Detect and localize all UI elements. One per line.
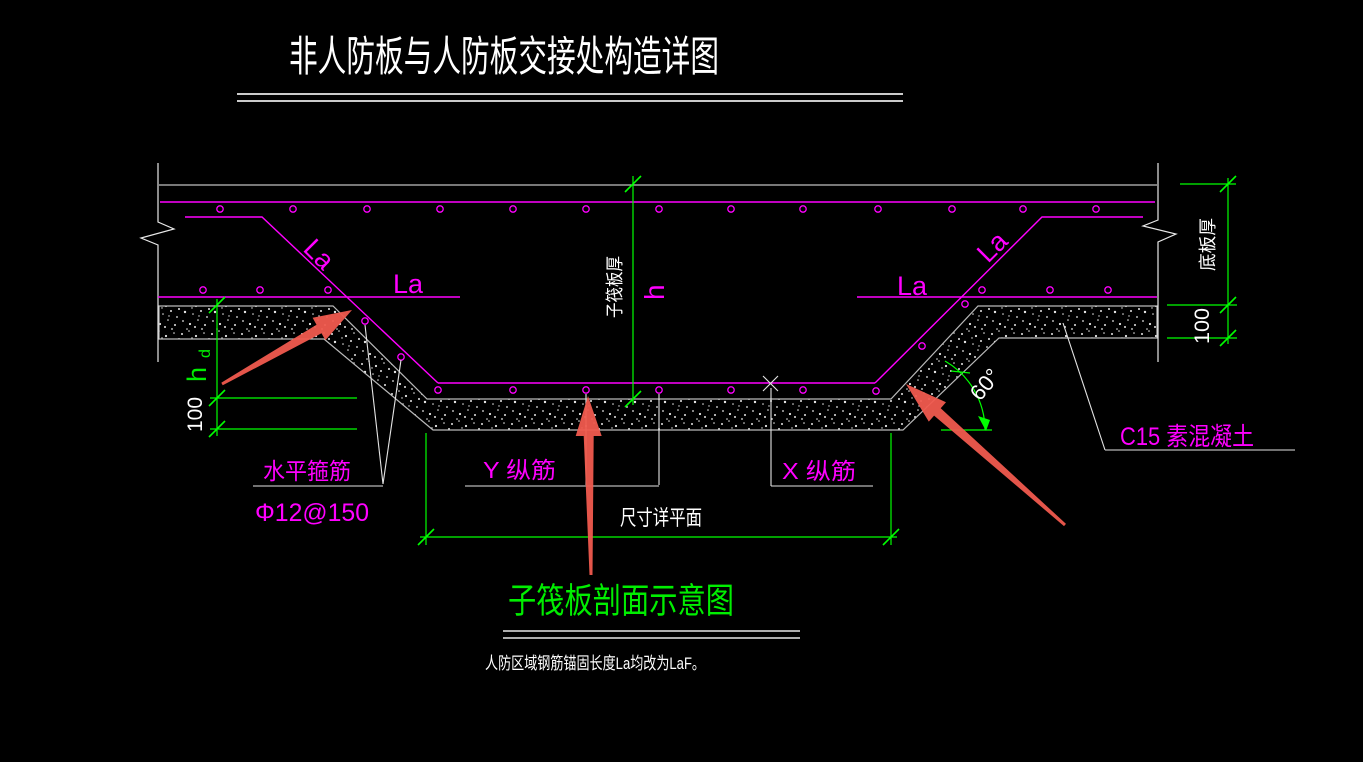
label-subraft-thickness: 子筏板厚 <box>605 256 625 318</box>
label-bottom-slab-thickness: 底板厚 <box>1198 218 1218 271</box>
label-angle-60: 60° <box>965 364 1006 406</box>
break-line-left <box>139 163 176 362</box>
concrete-cushion-hatch <box>158 305 1158 431</box>
arrow-y-bar <box>575 396 602 575</box>
label-100-left: 100 <box>184 397 207 432</box>
label-h: h <box>639 284 670 300</box>
label-stirrup-spec: Φ12@150 <box>255 499 369 527</box>
label-y-bar: Y 纵筋 <box>483 457 556 483</box>
arrow-right-slope <box>906 384 1066 527</box>
label-x-bar: X 纵筋 <box>782 458 856 484</box>
annotation-arrows <box>221 310 1066 575</box>
label-la-left: La <box>393 269 424 299</box>
label-la-right-diagonal: La <box>971 225 1014 268</box>
label-la-right: La <box>897 271 928 301</box>
label-horizontal-stirrup: 水平箍筋 <box>263 458 351 484</box>
label-dims-see-plan: 尺寸详平面 <box>620 507 702 530</box>
dimension-lines <box>210 176 1237 545</box>
drawing-title: 非人防板与人防板交接处构造详图 <box>289 33 719 80</box>
label-la-left-diagonal: La <box>298 233 341 276</box>
title-underline <box>237 93 903 102</box>
slab-outline <box>139 163 1178 362</box>
angle-arrowhead <box>978 416 990 431</box>
break-line-right <box>1141 163 1178 362</box>
label-hd-main: h <box>182 367 212 382</box>
arrow-left-slope <box>221 310 352 386</box>
label-100-right: 100 <box>1191 308 1214 344</box>
section-title-underline <box>503 630 800 639</box>
rebar-lines <box>158 201 1157 384</box>
label-c15-concrete: C15 素混凝土 <box>1120 423 1254 451</box>
dimension-ticks <box>208 175 1237 546</box>
footnote: 人防区域钢筋锚固长度La均改为LaF。 <box>485 654 705 673</box>
section-title: 子筏板剖面示意图 <box>508 582 734 621</box>
left-bent-bar <box>185 216 439 384</box>
label-hd-sub: d <box>197 349 214 358</box>
rebar-section-dots <box>199 205 1112 395</box>
right-bent-bar <box>874 216 1143 384</box>
